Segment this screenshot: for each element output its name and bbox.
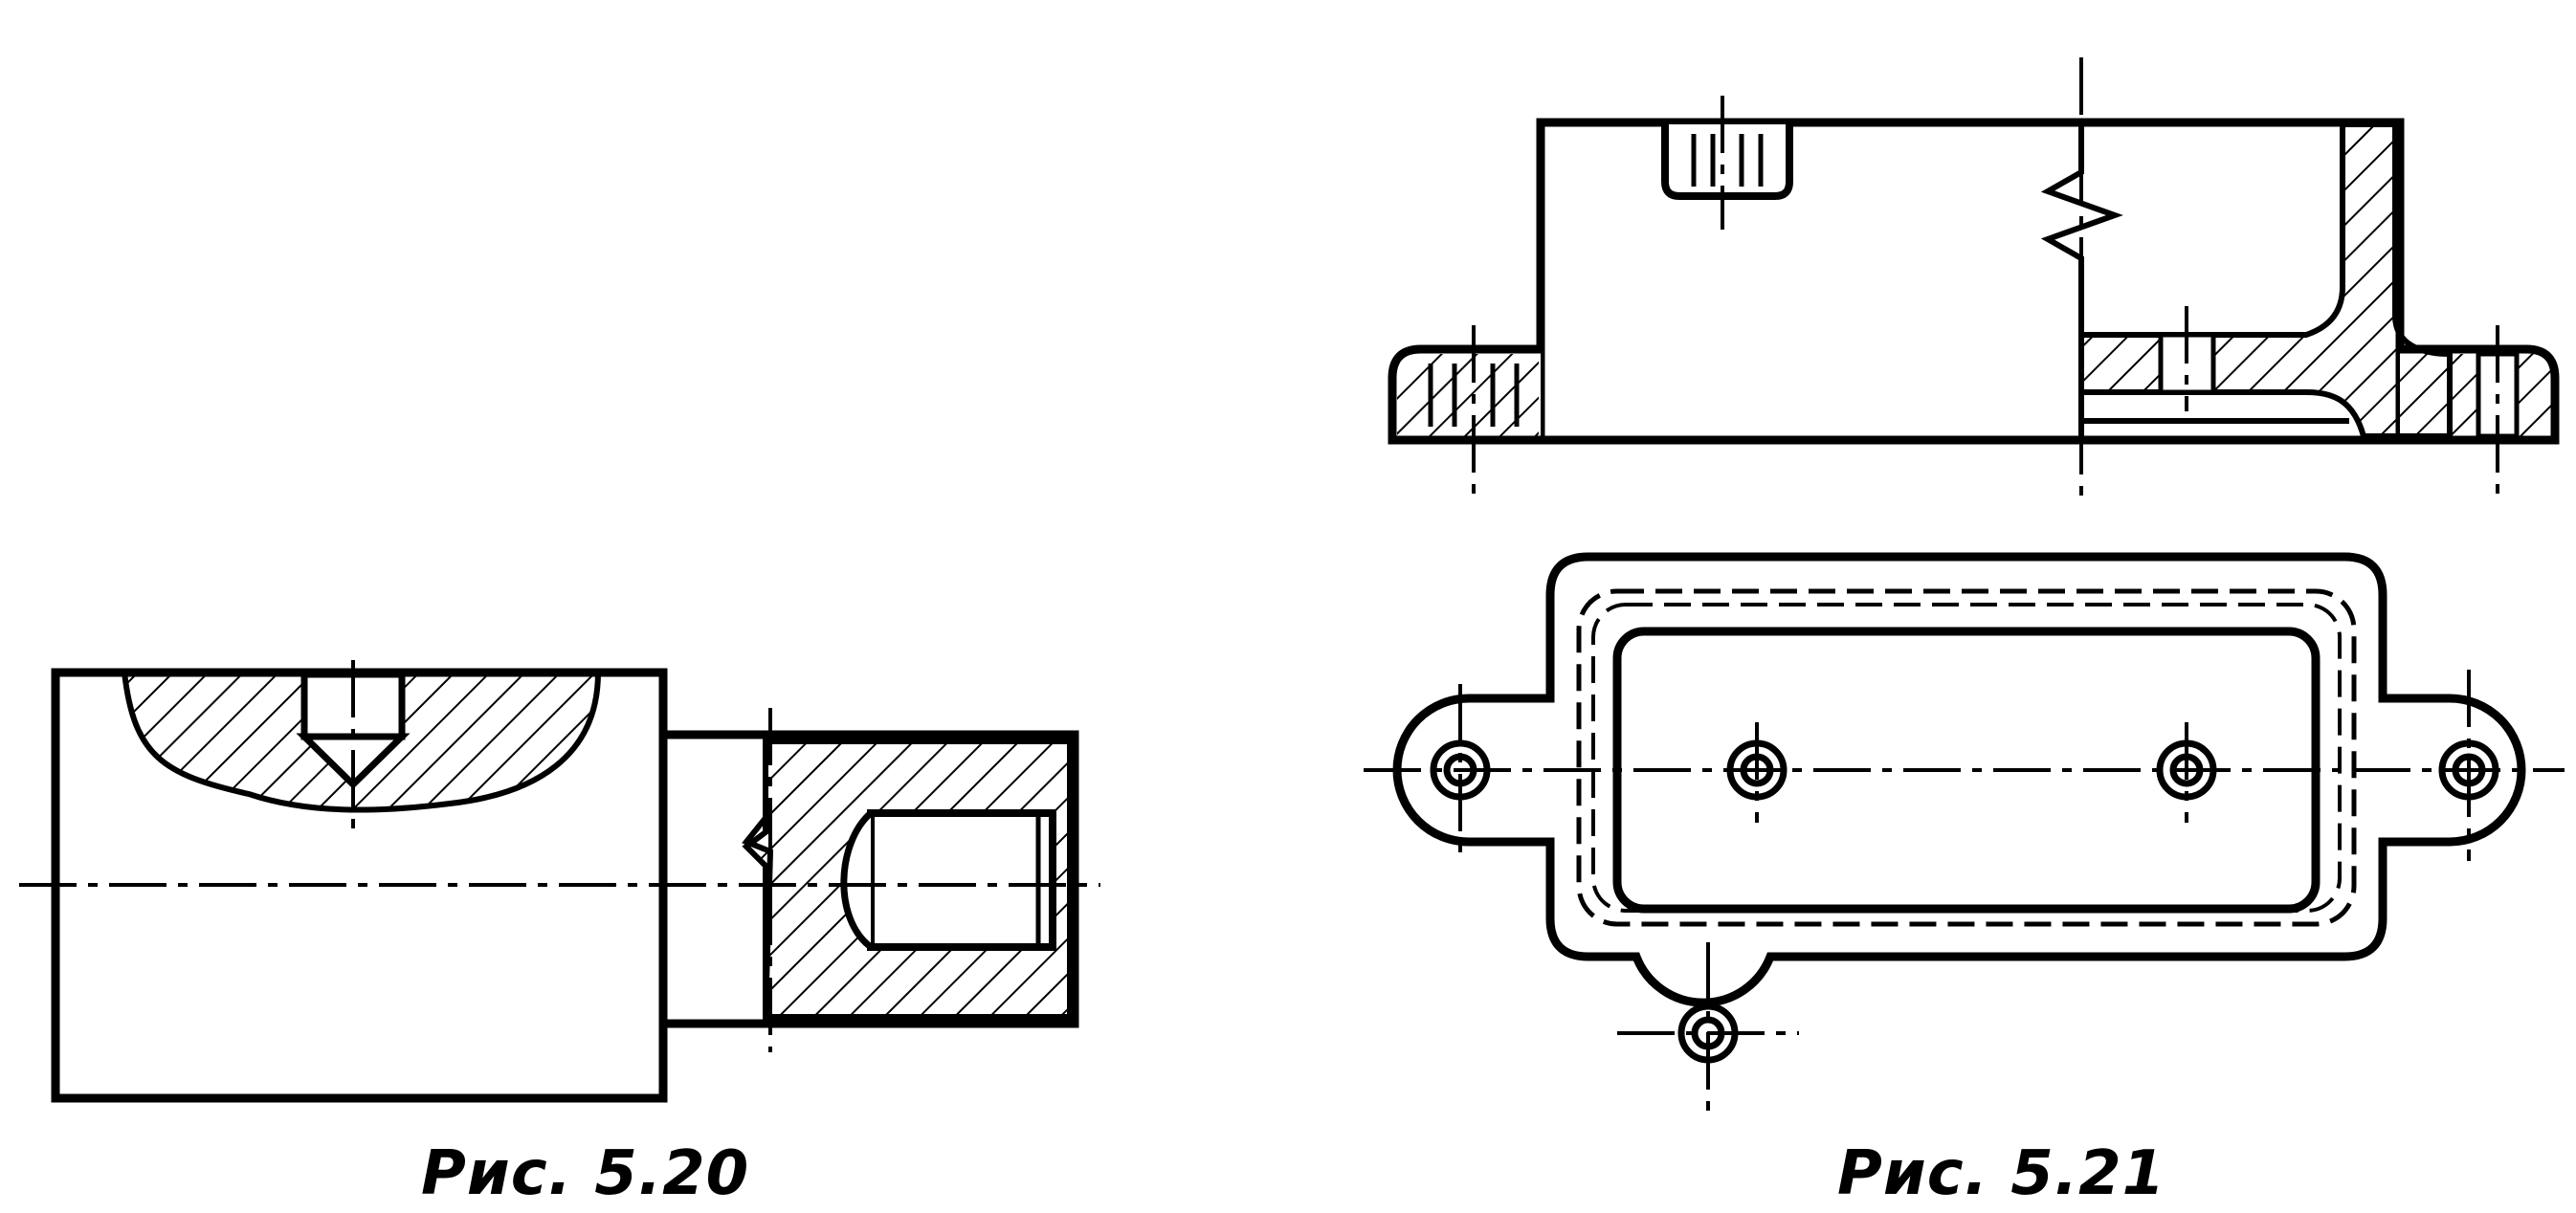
figure-5-20-drawing	[51, 668, 1079, 1103]
figure-5-21-top-view	[1392, 552, 2526, 1064]
fig-5-21-top-threaded-hole	[1661, 124, 1793, 200]
fig-5-21-top-thread-marks	[1691, 134, 1764, 187]
fig-5-21-left-thread-marks	[1428, 364, 1520, 427]
figure-5-21-caption: Рис. 5.21	[1837, 1138, 2166, 1209]
fig-5-20-bore-chamfer	[840, 810, 874, 950]
figure-5-21-front-view	[1388, 118, 2560, 445]
fig-5-20-bore	[867, 809, 1056, 951]
fig-5-21-plan-outline	[1392, 552, 2526, 1007]
fig-5-21-plan-center-lines	[1364, 670, 2565, 1114]
fig-5-21-hidden-contour	[1576, 588, 2357, 927]
fig-5-20-center-lines	[19, 660, 1100, 1052]
fig-5-21-front-center-lines	[1472, 57, 2499, 497]
figure-5-20-caption: Рис. 5.20	[421, 1138, 750, 1209]
